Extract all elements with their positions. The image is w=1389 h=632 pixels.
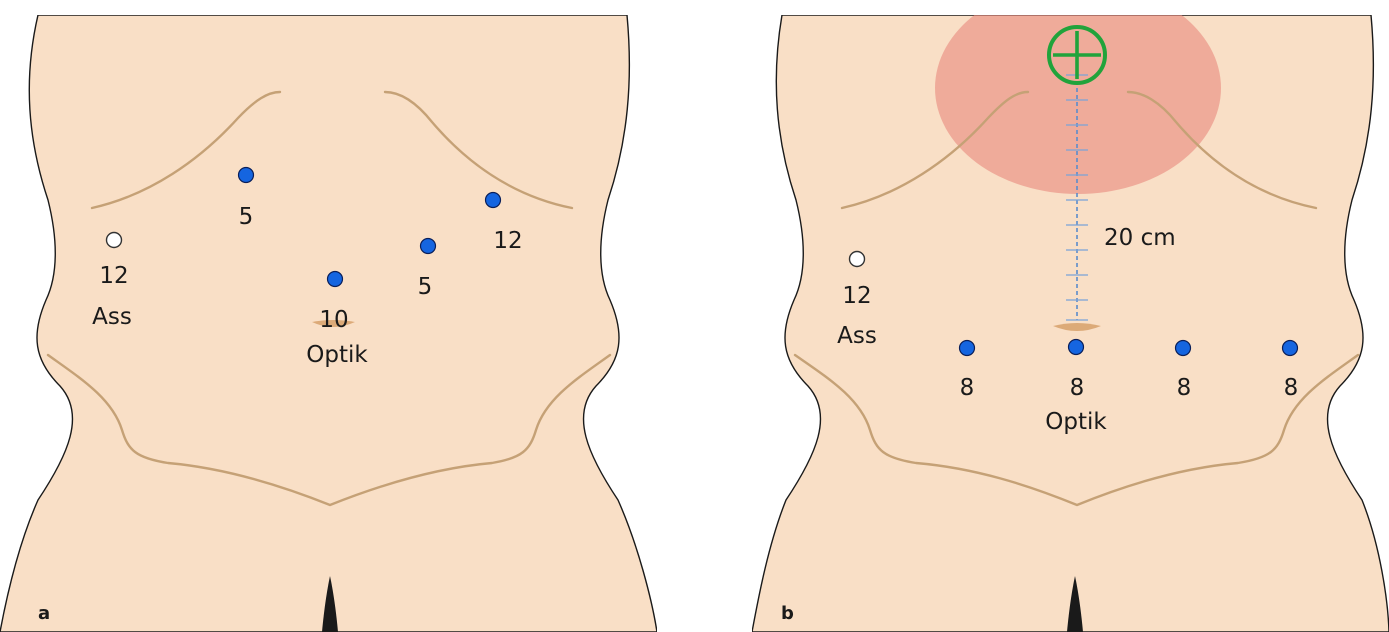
assistant-port-size: 12	[99, 263, 128, 289]
port-size: 8	[960, 375, 975, 401]
optic-port-marker	[328, 272, 343, 287]
optic-port-label: Optik	[1045, 409, 1107, 435]
optic-port-label: Optik	[306, 342, 368, 368]
assistant-port-label: Ass	[92, 304, 132, 330]
panel-a: 12 Ass 5 12 5 10 Optik a	[0, 15, 657, 632]
port-size: 8	[1284, 375, 1299, 401]
assistant-port-marker	[850, 252, 865, 267]
port-size: 12	[493, 228, 522, 254]
optic-port-marker	[1069, 340, 1084, 355]
panel-letter: a	[38, 603, 50, 624]
distance-label: 20 cm	[1104, 225, 1176, 251]
port-size: 8	[1177, 375, 1192, 401]
port-marker	[486, 193, 501, 208]
assistant-port-size: 12	[842, 283, 871, 309]
optic-port-size: 10	[319, 307, 348, 333]
port-marker	[239, 168, 254, 183]
port-size: 5	[418, 274, 433, 300]
panel-b: 20 cm 12 Ass 8 8 Optik 8 8 b	[752, 0, 1389, 632]
optic-port-size: 8	[1070, 375, 1085, 401]
crosshair-target-icon	[1049, 27, 1105, 83]
port-marker	[421, 239, 436, 254]
port-marker	[1283, 341, 1298, 356]
port-marker	[1176, 341, 1191, 356]
port-marker	[960, 341, 975, 356]
assistant-port-label: Ass	[837, 323, 877, 349]
panel-letter: b	[781, 603, 794, 624]
assistant-port-marker	[107, 233, 122, 248]
port-size: 5	[239, 204, 254, 230]
